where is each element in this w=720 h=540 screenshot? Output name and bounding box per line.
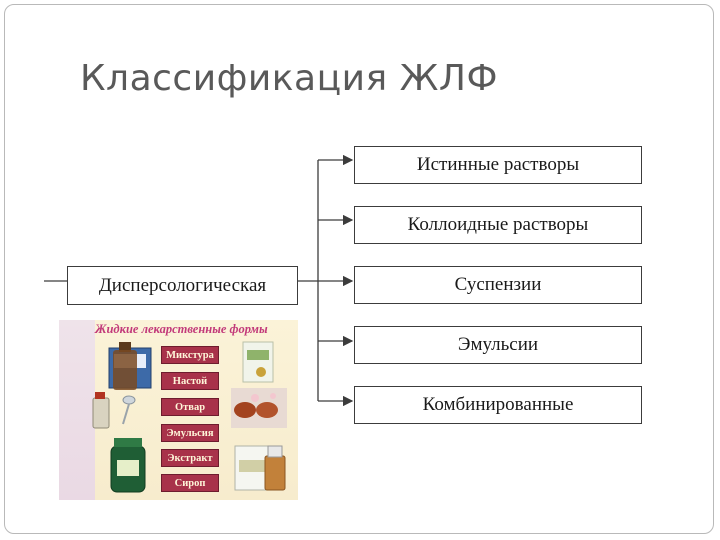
bottle-illustrations bbox=[92, 341, 287, 493]
collage-label-extract: Экстракт bbox=[161, 449, 219, 467]
collage-label-syrup: Сироп bbox=[161, 474, 219, 492]
collage-side-panel bbox=[59, 320, 95, 500]
collage-label-infusion: Настой bbox=[161, 372, 219, 390]
branch-box-1: Истинные растворы bbox=[354, 146, 642, 184]
collage-label-emulsion: Эмульсия bbox=[161, 424, 219, 442]
collage-title: Жидкие лекарственные формы bbox=[95, 322, 268, 336]
branch-box-2: Коллоидные растворы bbox=[354, 206, 642, 244]
branch-box-5: Комбинированные bbox=[354, 386, 642, 424]
collage-label-mixture: Микстура bbox=[161, 346, 219, 364]
liquid-dosage-forms-image: Жидкие лекарственные формы Микстура Наст… bbox=[59, 320, 298, 500]
branch-box-3: Суспензии bbox=[354, 266, 642, 304]
slide-title: Классификация ЖЛФ bbox=[80, 58, 498, 99]
root-box: Дисперсологическая bbox=[67, 266, 298, 305]
collage-label-decoction: Отвар bbox=[161, 398, 219, 416]
branch-box-4: Эмульсии bbox=[354, 326, 642, 364]
